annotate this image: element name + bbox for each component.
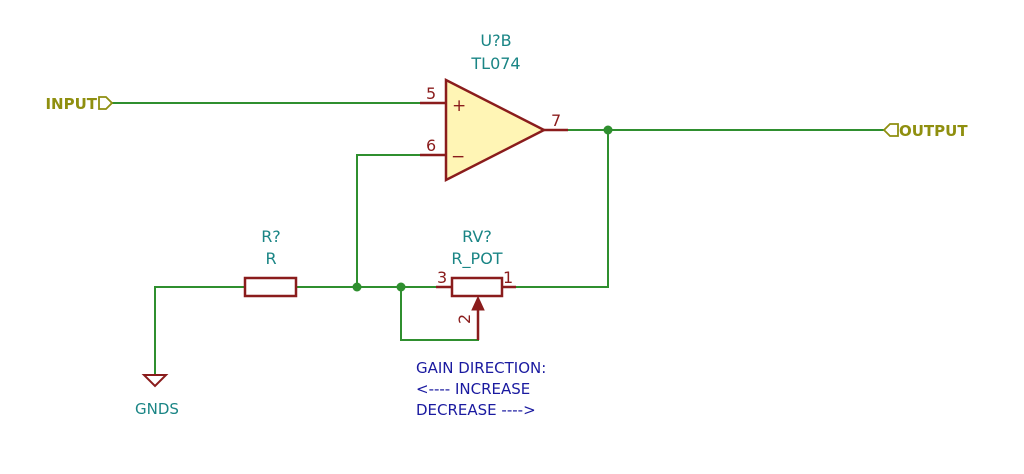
resistor-reference: R? bbox=[261, 227, 281, 246]
potentiometer-rv[interactable]: 3 1 2 RV? R_POT bbox=[436, 227, 516, 340]
junction-output bbox=[603, 125, 613, 135]
junction-wiper bbox=[396, 282, 406, 292]
input-port-flag-icon bbox=[98, 96, 114, 110]
wire-feedback-inverting bbox=[356, 154, 420, 287]
pot-value: R_POT bbox=[451, 249, 502, 269]
note-line-3: DECREASE ----> bbox=[416, 401, 536, 419]
opamp-reference: U?B bbox=[480, 31, 511, 50]
resistor-value: R bbox=[265, 249, 276, 268]
pot-pin-1-number: 1 bbox=[503, 268, 513, 287]
junctions bbox=[352, 125, 613, 292]
wires bbox=[112, 102, 884, 375]
ground-symbol[interactable]: GNDS bbox=[135, 374, 179, 418]
ground-triangle-icon bbox=[141, 374, 169, 388]
ground-label: GNDS bbox=[135, 400, 179, 418]
note-line-2: <---- INCREASE bbox=[416, 380, 530, 398]
opamp-u-b[interactable]: + − 5 6 7 U?B TL074 bbox=[420, 31, 568, 183]
wire-pot-to-output-node bbox=[510, 130, 609, 288]
resistor-body-icon bbox=[243, 276, 298, 298]
pot-body-icon bbox=[450, 276, 504, 298]
opamp-value: TL074 bbox=[470, 54, 520, 73]
pot-pin-3-number: 3 bbox=[437, 268, 447, 287]
input-label: INPUT bbox=[45, 95, 97, 113]
output-port-flag-icon bbox=[882, 123, 899, 137]
pot-pin-2-number: 2 bbox=[455, 314, 474, 324]
pot-reference: RV? bbox=[462, 227, 492, 246]
pot-wiper-arrow-icon bbox=[471, 295, 485, 311]
output-port[interactable]: OUTPUT bbox=[882, 122, 968, 140]
opamp-pin-6-number: 6 bbox=[426, 136, 436, 155]
output-label: OUTPUT bbox=[899, 122, 968, 140]
input-port[interactable]: INPUT bbox=[45, 95, 114, 113]
gain-direction-note: GAIN DIRECTION: <---- INCREASE DECREASE … bbox=[416, 359, 546, 419]
opamp-triangle-icon bbox=[444, 77, 547, 183]
opamp-pin-7-number: 7 bbox=[551, 111, 561, 130]
resistor-r[interactable]: R? R bbox=[243, 227, 298, 298]
junction-inverting-feedback bbox=[352, 282, 362, 292]
opamp-plus-sign: + bbox=[452, 96, 466, 116]
opamp-pin-5-number: 5 bbox=[426, 84, 436, 103]
wire-ground-to-resistor bbox=[154, 286, 245, 375]
opamp-minus-sign: − bbox=[451, 147, 465, 167]
note-line-1: GAIN DIRECTION: bbox=[416, 359, 546, 377]
